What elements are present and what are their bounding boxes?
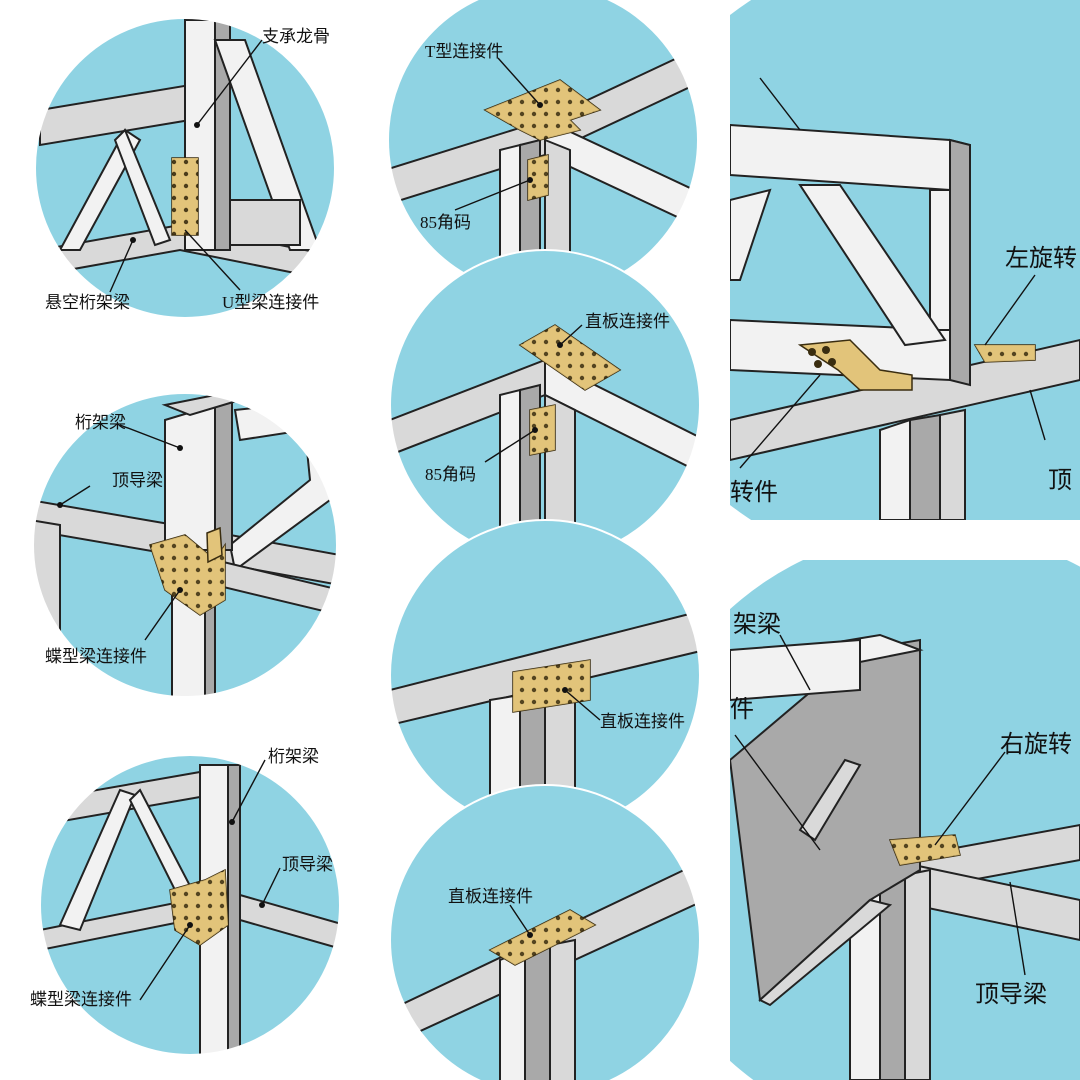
panel-straight-plate-top: 直板连接件 bbox=[389, 784, 701, 1080]
label-right-rotate: 右旋转 bbox=[1000, 731, 1072, 758]
panel-butterfly-connector: 桁架梁 顶导梁 蝶型梁连接件 bbox=[32, 392, 338, 698]
panel-right-rotate-connector: 架梁 件 右旋转 顶导梁 bbox=[730, 560, 1080, 1080]
label-85-corner-mid: 85角码 bbox=[425, 465, 476, 484]
panel-butterfly-connector-2: 桁架梁 顶导梁 蝶型梁连接件 bbox=[30, 747, 341, 1056]
label-support-keel: 支承龙骨 bbox=[262, 27, 330, 46]
label-left-rotate: 左旋转 bbox=[1005, 245, 1077, 272]
label-butterfly-connector: 蝶型梁连接件 bbox=[45, 647, 147, 666]
label-top-partial: 顶 bbox=[1048, 468, 1072, 494]
label-piece-partial: 件 bbox=[730, 696, 754, 723]
label-top-guide-3: 顶导梁 bbox=[975, 981, 1047, 1008]
panel-t-connector: T型连接件 85角码 bbox=[387, 0, 699, 296]
label-straight-plate-top: 直板连接件 bbox=[448, 887, 533, 906]
panel-u-beam-connector: 支承龙骨 悬空桁架梁 U型梁连接件 bbox=[34, 17, 336, 319]
panel-straight-plate-apex: 直板连接件 85角码 bbox=[389, 249, 701, 561]
label-truss-beam-2: 桁架梁 bbox=[268, 747, 319, 766]
label-truss-beam: 桁架梁 bbox=[75, 413, 126, 432]
label-t-connector: T型连接件 bbox=[425, 42, 503, 61]
label-top-guide-2: 顶导梁 bbox=[282, 855, 333, 874]
label-truss-partial: 架梁 bbox=[733, 611, 781, 638]
label-suspended-truss: 悬空桁架梁 bbox=[45, 293, 130, 312]
label-rotate-piece: 转件 bbox=[730, 479, 778, 506]
label-straight-plate-horizontal: 直板连接件 bbox=[600, 712, 685, 731]
label-85-corner-top: 85角码 bbox=[420, 213, 471, 232]
label-butterfly-connector-2: 蝶型梁连接件 bbox=[30, 990, 132, 1009]
label-top-guide: 顶导梁 bbox=[112, 471, 163, 490]
label-u-connector: U型梁连接件 bbox=[222, 293, 319, 312]
label-straight-plate-apex: 直板连接件 bbox=[585, 312, 670, 331]
panel-left-rotate-connector: 左旋转 转件 顶 bbox=[730, 0, 1080, 520]
panel-straight-plate-horizontal: 直板连接件 bbox=[389, 519, 701, 831]
